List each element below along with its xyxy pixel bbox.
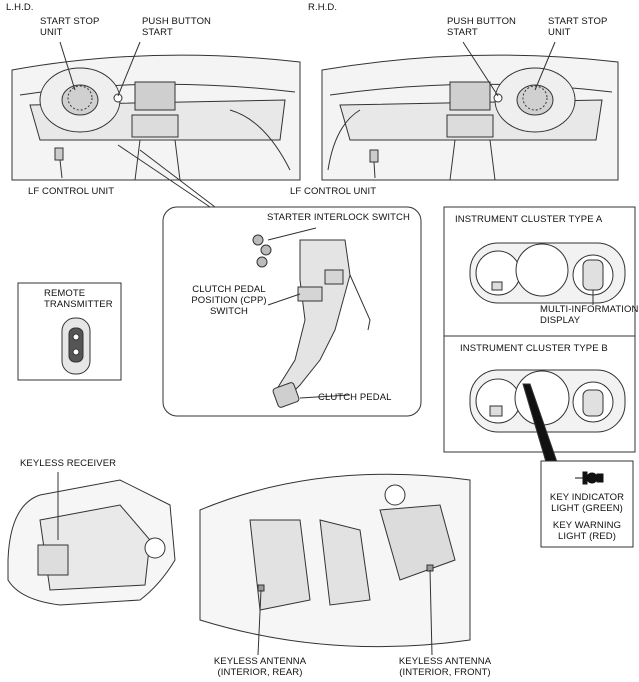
lhd-lf-control-unit-label: LF CONTROL UNIT xyxy=(28,186,115,197)
rhd-header: R.H.D. xyxy=(308,2,338,13)
key-indicator-icon xyxy=(575,471,604,485)
rhd-dashboard-illustration xyxy=(321,54,619,181)
remote-key-fob-icon xyxy=(61,317,91,375)
lhd-header: L.H.D. xyxy=(6,2,34,13)
rhd-push-button-start-label: PUSH BUTTON START xyxy=(447,16,517,38)
lhd-push-button-start-label: PUSH BUTTON START xyxy=(142,16,212,38)
lhd-dashboard-illustration xyxy=(11,54,301,181)
clutch-pedal-label: CLUTCH PEDAL xyxy=(318,392,392,403)
starter-interlock-switch-label: STARTER INTERLOCK SWITCH xyxy=(267,212,410,223)
cabin-interior-illustration xyxy=(199,473,471,648)
rear-cargo-illustration xyxy=(7,472,176,606)
multi-information-display-label: MULTI-INFORMATION DISPLAY xyxy=(540,304,639,326)
rhd-lf-control-unit-label: LF CONTROL UNIT xyxy=(290,186,377,197)
remote-transmitter-label: REMOTE TRANSMITTER xyxy=(44,288,113,310)
cluster-a-illustration xyxy=(469,242,626,305)
key-indicator-light-label: KEY INDICATOR LIGHT (GREEN) xyxy=(549,492,625,514)
cpp-switch-label: CLUTCH PEDAL POSITION (CPP) SWITCH xyxy=(191,284,267,317)
cluster-b-title: INSTRUMENT CLUSTER TYPE B xyxy=(460,343,608,354)
cluster-b-illustration xyxy=(469,369,626,433)
key-warning-light-label: KEY WARNING LIGHT (RED) xyxy=(552,520,622,542)
cluster-a-title: INSTRUMENT CLUSTER TYPE A xyxy=(455,214,603,225)
keyless-antenna-front-label: KEYLESS ANTENNA (INTERIOR, FRONT) xyxy=(398,656,492,678)
pedal-callout-box xyxy=(162,206,422,417)
lhd-start-stop-unit-label: START STOP UNIT xyxy=(40,16,100,38)
clutch-pedal-illustration xyxy=(252,234,371,408)
keyless-antenna-rear-label: KEYLESS ANTENNA (INTERIOR, REAR) xyxy=(213,656,307,678)
rhd-start-stop-unit-label: START STOP UNIT xyxy=(548,16,608,38)
keyless-receiver-label: KEYLESS RECEIVER xyxy=(20,458,117,469)
